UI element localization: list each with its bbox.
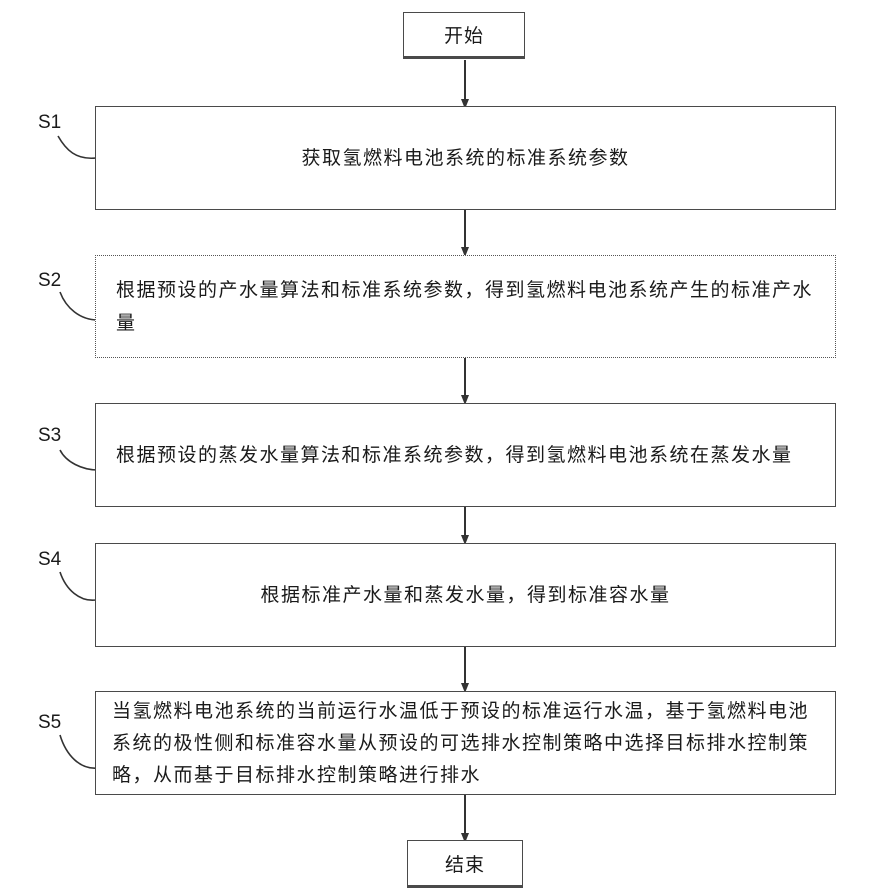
step-text-s1: 获取氢燃料电池系统的标准系统参数 bbox=[301, 142, 629, 175]
step-label-s1: S1 bbox=[38, 112, 61, 134]
step-label-s2: S2 bbox=[38, 270, 61, 292]
leader-s5 bbox=[60, 735, 98, 768]
step-label-s4: S4 bbox=[38, 549, 61, 571]
start-label: 开始 bbox=[444, 21, 484, 48]
step-box-s2: 根据预设的产水量算法和标准系统参数，得到氢燃料电池系统产生的标准产水量 bbox=[95, 255, 836, 358]
step-text-s4: 根据标准产水量和蒸发水量，得到标准容水量 bbox=[260, 579, 670, 612]
step-box-s5: 当氢燃料电池系统的当前运行水温低于预设的标准运行水温，基于氢燃料电池系统的极性侧… bbox=[95, 691, 836, 795]
end-terminal: 结束 bbox=[407, 840, 523, 888]
step-label-s3: S3 bbox=[38, 425, 61, 447]
end-label: 结束 bbox=[445, 850, 485, 877]
leader-s4 bbox=[60, 572, 96, 600]
step-text-s3: 根据预设的蒸发水量算法和标准系统参数，得到氢燃料电池系统在蒸发水量 bbox=[116, 439, 793, 472]
step-text-s5: 当氢燃料电池系统的当前运行水温低于预设的标准运行水温，基于氢燃料电池系统的极性侧… bbox=[112, 695, 821, 791]
step-label-s5: S5 bbox=[38, 712, 61, 734]
step-box-s1: 获取氢燃料电池系统的标准系统参数 bbox=[95, 106, 836, 210]
step-box-s3: 根据预设的蒸发水量算法和标准系统参数，得到氢燃料电池系统在蒸发水量 bbox=[95, 403, 836, 507]
leader-s1 bbox=[58, 136, 96, 158]
leader-s3 bbox=[60, 450, 98, 470]
start-terminal: 开始 bbox=[403, 12, 525, 59]
leader-s2 bbox=[60, 292, 98, 320]
step-box-s4: 根据标准产水量和蒸发水量，得到标准容水量 bbox=[95, 543, 836, 647]
step-text-s2: 根据预设的产水量算法和标准系统参数，得到氢燃料电池系统产生的标准产水量 bbox=[116, 274, 821, 340]
